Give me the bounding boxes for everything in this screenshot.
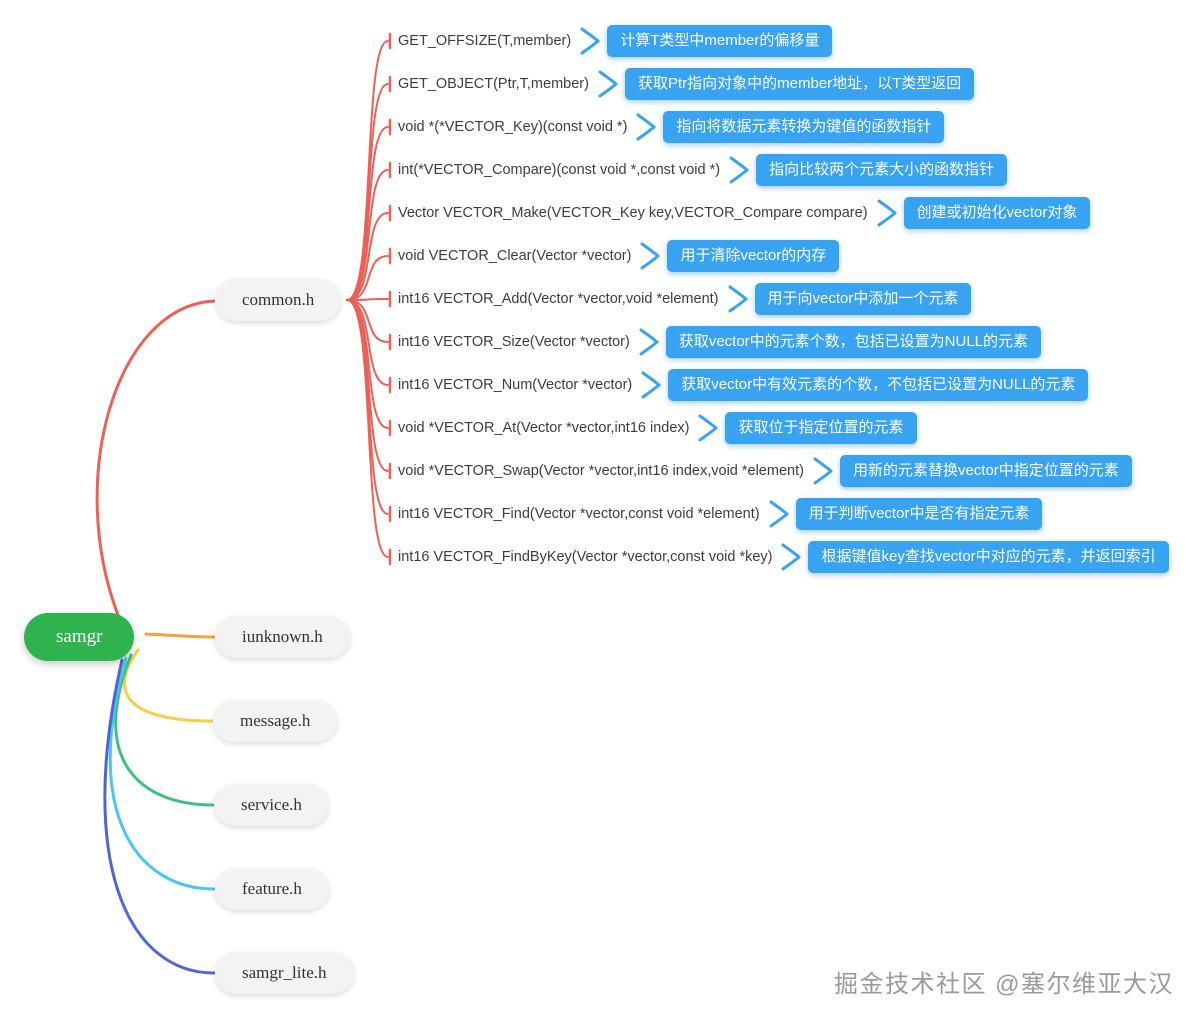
branch-bracket-icon [598, 70, 618, 98]
function-row: int16 VECTOR_Size(Vector *vector) 获取vecto… [398, 326, 1042, 358]
node-feature-h[interactable]: feature.h [215, 868, 329, 910]
function-row: GET_OBJECT(Ptr,T,member) 获取Ptr指向对象中的membe… [398, 68, 975, 100]
branch-bracket-icon [728, 285, 748, 313]
node-samgr-lite-h[interactable]: samgr_lite.h [215, 952, 354, 994]
function-description-box[interactable]: 获取vector中的元素个数，包括已设置为NULL的元素 [665, 326, 1042, 358]
branch-bracket-icon [640, 242, 660, 270]
branch-bracket-icon [769, 500, 789, 528]
function-row: int(*VECTOR_Compare)(const void *,const … [398, 154, 1008, 186]
function-row: void *VECTOR_Swap(Vector *vector,int16 i… [398, 455, 1132, 487]
function-signature[interactable]: GET_OFFSIZE(T,member) [398, 33, 572, 49]
function-signature[interactable]: int(*VECTOR_Compare)(const void *,const … [398, 162, 721, 178]
branch-bracket-icon [781, 543, 801, 571]
node-common-h[interactable]: common.h [215, 279, 342, 321]
watermark: 掘金技术社区 @塞尔维亚大汉 [833, 971, 1174, 998]
function-description-box[interactable]: 创建或初始化vector对象 [903, 197, 1091, 229]
function-description-box[interactable]: 用于向vector中添加一个元素 [754, 283, 972, 315]
function-signature[interactable]: GET_OBJECT(Ptr,T,member) [398, 76, 589, 92]
function-description-box[interactable]: 根据键值key查找vector中对应的元素，并返回索引 [808, 541, 1169, 573]
function-row: void *(*VECTOR_Key)(const void *) 指向将数据元素… [398, 111, 945, 143]
function-description-box[interactable]: 用于判断vector中是否有指定元素 [795, 498, 1043, 530]
function-signature[interactable]: int16 VECTOR_FindByKey(Vector *vector,co… [398, 549, 773, 565]
function-row: GET_OFFSIZE(T,member) 计算T类型中member的偏移量 [398, 25, 833, 57]
branch-bracket-icon [729, 156, 749, 184]
function-description-box[interactable]: 获取位于指定位置的元素 [725, 412, 917, 444]
function-description-box[interactable]: 获取Ptr指向对象中的member地址，以T类型返回 [624, 68, 975, 100]
function-row: int16 VECTOR_FindByKey(Vector *vector,co… [398, 541, 1169, 573]
function-signature[interactable]: void *(*VECTOR_Key)(const void *) [398, 119, 628, 135]
function-description-box[interactable]: 指向将数据元素转换为键值的函数指针 [663, 111, 945, 143]
function-signature[interactable]: int16 VECTOR_Add(Vector *vector,void *el… [398, 291, 719, 307]
branch-bracket-icon [639, 328, 659, 356]
function-signature[interactable]: int16 VECTOR_Size(Vector *vector) [398, 334, 630, 350]
branch-bracket-icon [580, 27, 600, 55]
branch-bracket-icon [636, 113, 656, 141]
node-service-h[interactable]: service.h [214, 784, 329, 826]
function-signature[interactable]: Vector VECTOR_Make(VECTOR_Key key,VECTOR… [398, 205, 868, 221]
function-signature[interactable]: void *VECTOR_Swap(Vector *vector,int16 i… [398, 463, 804, 479]
node-message-h[interactable]: message.h [213, 700, 338, 742]
function-signature[interactable]: void VECTOR_Clear(Vector *vector) [398, 248, 632, 264]
mindmap-root-node[interactable]: samgr [24, 613, 135, 661]
function-row: int16 VECTOR_Add(Vector *vector,void *el… [398, 283, 972, 315]
function-row: void VECTOR_Clear(Vector *vector) 用于清除vec… [398, 240, 840, 272]
function-description-box[interactable]: 用于清除vector的内存 [667, 240, 840, 272]
function-row: Vector VECTOR_Make(VECTOR_Key key,VECTOR… [398, 197, 1091, 229]
function-description-box[interactable]: 计算T类型中member的偏移量 [607, 25, 833, 57]
function-description-box[interactable]: 用新的元素替换vector中指定位置的元素 [839, 455, 1132, 487]
branch-bracket-icon [641, 371, 661, 399]
branch-bracket-icon [877, 199, 897, 227]
node-iunknown-h[interactable]: iunknown.h [215, 616, 350, 658]
function-signature[interactable]: void *VECTOR_At(Vector *vector,int16 ind… [398, 420, 690, 436]
function-row: int16 VECTOR_Num(Vector *vector) 获取vector… [398, 369, 1089, 401]
function-signature[interactable]: int16 VECTOR_Num(Vector *vector) [398, 377, 633, 393]
function-description-box[interactable]: 获取vector中有效元素的个数，不包括已设置为NULL的元素 [668, 369, 1089, 401]
function-signature[interactable]: int16 VECTOR_Find(Vector *vector,const v… [398, 506, 760, 522]
branch-bracket-icon [813, 457, 833, 485]
branch-bracket-icon [698, 414, 718, 442]
function-description-box[interactable]: 指向比较两个元素大小的函数指针 [756, 154, 1008, 186]
function-row: int16 VECTOR_Find(Vector *vector,const v… [398, 498, 1043, 530]
function-row: void *VECTOR_At(Vector *vector,int16 ind… [398, 412, 917, 444]
